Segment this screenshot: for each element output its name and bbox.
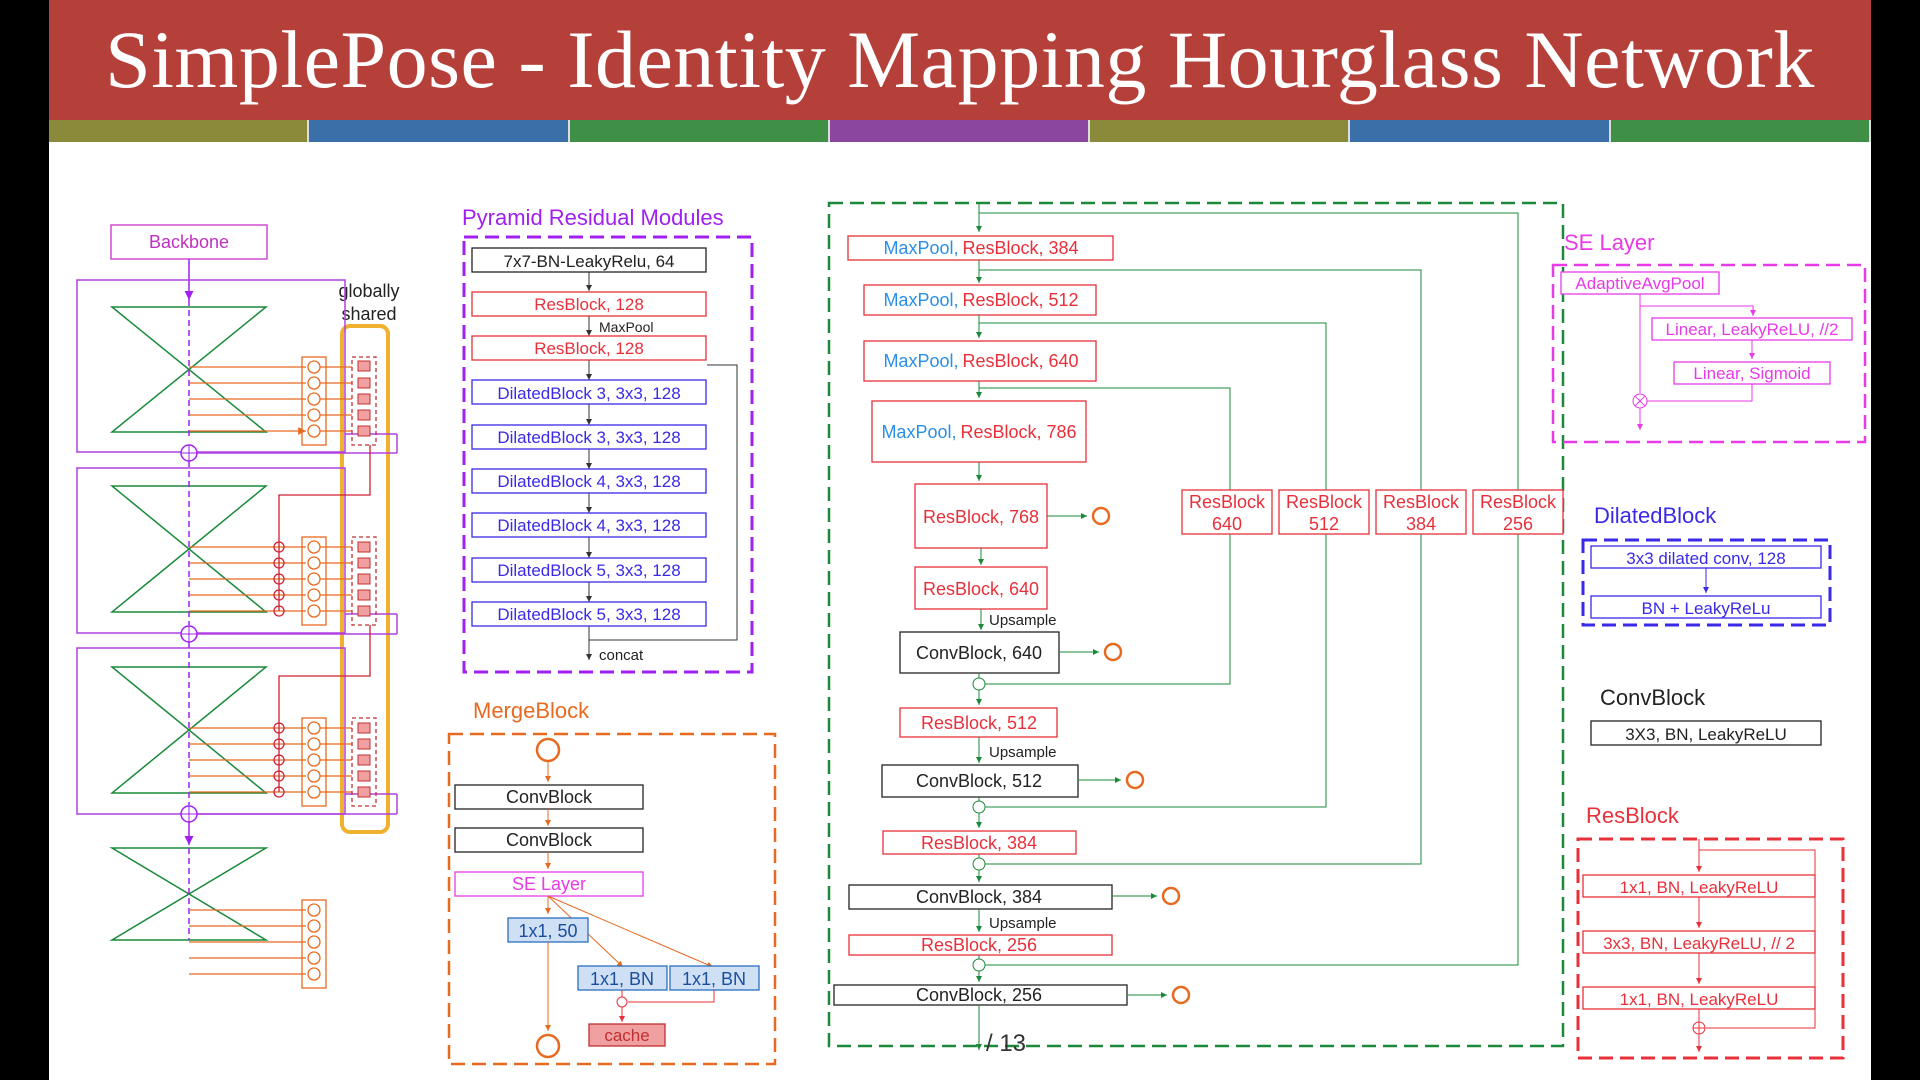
dilated-title: DilatedBlock: [1594, 503, 1717, 528]
stripe: [1090, 120, 1351, 142]
se-lin2: Linear, Sigmoid: [1693, 364, 1810, 383]
resblock-legend: ResBlock 1x1, BN, LeakyReLU 3x3, BN, Lea…: [1576, 803, 1845, 1060]
prm-row: ResBlock, 128: [534, 295, 644, 314]
stripe: [309, 120, 570, 142]
merge-title: MergeBlock: [473, 698, 590, 723]
se-avg: AdaptiveAvgPool: [1575, 274, 1704, 293]
hg-skip-3-l1: ResBlock: [1383, 492, 1460, 512]
prm-row: DilatedBlock 4, 3x3, 128: [497, 516, 680, 535]
hg-res384: ResBlock, 384: [921, 833, 1037, 853]
se-layer-legend: SE Layer AdaptiveAvgPool Linear, LeakyRe…: [1551, 230, 1867, 444]
resblock-title: ResBlock: [1586, 803, 1680, 828]
hg-skip-3-l2: 384: [1406, 514, 1436, 534]
merge-se: SE Layer: [512, 874, 586, 894]
merge-conv1: ConvBlock: [506, 787, 593, 807]
convblock-title: ConvBlock: [1600, 685, 1706, 710]
stripe: [1610, 120, 1871, 142]
stripe: [569, 120, 830, 142]
merge-cache: cache: [604, 1026, 649, 1045]
se-lin1: Linear, LeakyReLU, //2: [1666, 320, 1839, 339]
backbone-label: Backbone: [149, 232, 229, 252]
hg-skip-4-l2: 256: [1503, 514, 1533, 534]
hg-down-1: MaxPool,ResBlock, 384: [883, 238, 1078, 258]
hg-conv256: ConvBlock, 256: [916, 985, 1042, 1005]
hourglass-stage-4: [109, 822, 269, 941]
prm-row: DilatedBlock 3, 3x3, 128: [497, 428, 680, 447]
page-number: / 13: [986, 1030, 1027, 1057]
hg-conv512: ConvBlock, 512: [916, 771, 1042, 791]
upsample-label: Upsample: [989, 612, 1057, 629]
hg-res512: ResBlock, 512: [921, 713, 1037, 733]
prm-maxpool-label: MaxPool: [599, 319, 653, 335]
stripe: [1350, 120, 1611, 142]
title-bar: SimplePose - Identity Mapping Hourglass …: [49, 0, 1871, 120]
merge-block: MergeBlock ConvBlock ConvBlock SE Layer …: [447, 698, 777, 1066]
merge-bn2: 1x1, BN: [682, 969, 746, 989]
convblock-r1: 3X3, BN, LeakyReLU: [1625, 725, 1787, 744]
hourglass-module: MaxPool,ResBlock, 384 MaxPool,ResBlock, …: [827, 201, 1565, 1050]
stage-outputs: [189, 356, 377, 989]
prm-row: DilatedBlock 5, 3x3, 128: [497, 561, 680, 580]
prm-row: ResBlock, 128: [534, 339, 644, 358]
hourglass-stage-2: [76, 461, 398, 643]
hg-skip-1-l1: ResBlock: [1189, 492, 1266, 512]
hourglass-stage-3: [76, 642, 398, 823]
color-stripes: [49, 120, 1871, 142]
hg-res768: ResBlock, 768: [923, 507, 1039, 527]
prm-row: 7x7-BN-LeakyRelu, 64: [503, 252, 674, 271]
resblock-r1: 1x1, BN, LeakyReLU: [1620, 878, 1779, 897]
prm-title: Pyramid Residual Modules: [462, 205, 724, 230]
prm-row: DilatedBlock 4, 3x3, 128: [497, 472, 680, 491]
pyramid-residual-modules: Pyramid Residual Modules MaxPool concat …: [462, 205, 754, 674]
stacked-hourglass-panel: Backbone globally shared: [76, 224, 400, 989]
merge-c50: 1x1, 50: [518, 921, 577, 941]
hg-down-4: MaxPool,ResBlock, 786: [881, 422, 1076, 442]
hg-down-3: MaxPool,ResBlock, 640: [883, 351, 1078, 371]
se-title: SE Layer: [1564, 230, 1655, 255]
hg-skip-1-l2: 640: [1212, 514, 1242, 534]
prm-concat-label: concat: [599, 647, 644, 664]
merge-bn1: 1x1, BN: [590, 969, 654, 989]
upsample-label: Upsample: [989, 915, 1057, 932]
hg-conv640: ConvBlock, 640: [916, 643, 1042, 663]
resblock-r3: 1x1, BN, LeakyReLU: [1620, 990, 1779, 1009]
merge-conv2: ConvBlock: [506, 830, 593, 850]
dilated-r1: 3x3 dilated conv, 128: [1626, 549, 1785, 568]
cache-feedback-lines: [273, 445, 371, 798]
hg-skip-4-l1: ResBlock: [1480, 492, 1557, 512]
slide: SimplePose - Identity Mapping Hourglass …: [49, 0, 1871, 1080]
hg-res256: ResBlock, 256: [921, 935, 1037, 955]
hg-down-2: MaxPool,ResBlock, 512: [883, 290, 1078, 310]
hg-res640: ResBlock, 640: [923, 579, 1039, 599]
stripe: [829, 120, 1091, 142]
resblock-r2: 3x3, BN, LeakyReLU, // 2: [1603, 934, 1795, 953]
shared-label: shared: [341, 304, 396, 324]
dilated-r2: BN + LeakyReLu: [1642, 599, 1771, 618]
hg-skip-2-l2: 512: [1309, 514, 1339, 534]
hourglass-stage-1: [76, 279, 398, 462]
shared-merge-squares: [357, 360, 371, 798]
prm-row: DilatedBlock 3, 3x3, 128: [497, 384, 680, 403]
upsample-label: Upsample: [989, 744, 1057, 761]
hg-skip-2-l1: ResBlock: [1286, 492, 1363, 512]
globally-label: globally: [338, 281, 399, 301]
slide-title: SimplePose - Identity Mapping Hourglass …: [105, 14, 1815, 105]
stripe: [49, 120, 310, 142]
convblock-legend: ConvBlock 3X3, BN, LeakyReLU: [1590, 685, 1822, 746]
architecture-diagram: Backbone globally shared: [76, 201, 1867, 1066]
dilated-block-legend: DilatedBlock 3x3 dilated conv, 128 BN + …: [1581, 503, 1832, 627]
prm-row: DilatedBlock 5, 3x3, 128: [497, 605, 680, 624]
hg-conv384: ConvBlock, 384: [916, 887, 1042, 907]
